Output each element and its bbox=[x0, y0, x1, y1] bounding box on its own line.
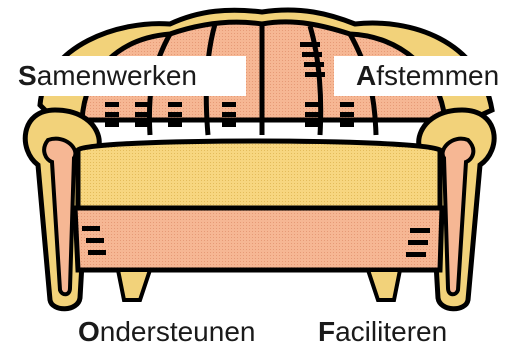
label-samenwerken: Samenwerken bbox=[12, 56, 246, 96]
label-samenwerken-initial: S bbox=[18, 60, 37, 91]
label-ondersteunen: Ondersteunen bbox=[78, 312, 255, 352]
label-faciliteren-rest: aciliteren bbox=[335, 316, 447, 347]
label-faciliteren-initial: F bbox=[318, 316, 335, 347]
sofa-front-base bbox=[75, 208, 442, 270]
label-ondersteunen-rest: ndersteunen bbox=[100, 316, 256, 347]
label-afstemmen-initial: A bbox=[356, 60, 376, 91]
sofa-right-foot bbox=[368, 270, 400, 300]
label-ondersteunen-initial: O bbox=[78, 316, 100, 347]
sofa-left-foot bbox=[118, 270, 150, 300]
label-samenwerken-rest: amenwerken bbox=[37, 60, 197, 91]
label-afstemmen-rest: fstemmen bbox=[376, 60, 499, 91]
sofa-seat-cushion bbox=[78, 141, 440, 208]
label-afstemmen: Afstemmen bbox=[334, 56, 516, 96]
label-faciliteren: Faciliteren bbox=[318, 312, 447, 352]
